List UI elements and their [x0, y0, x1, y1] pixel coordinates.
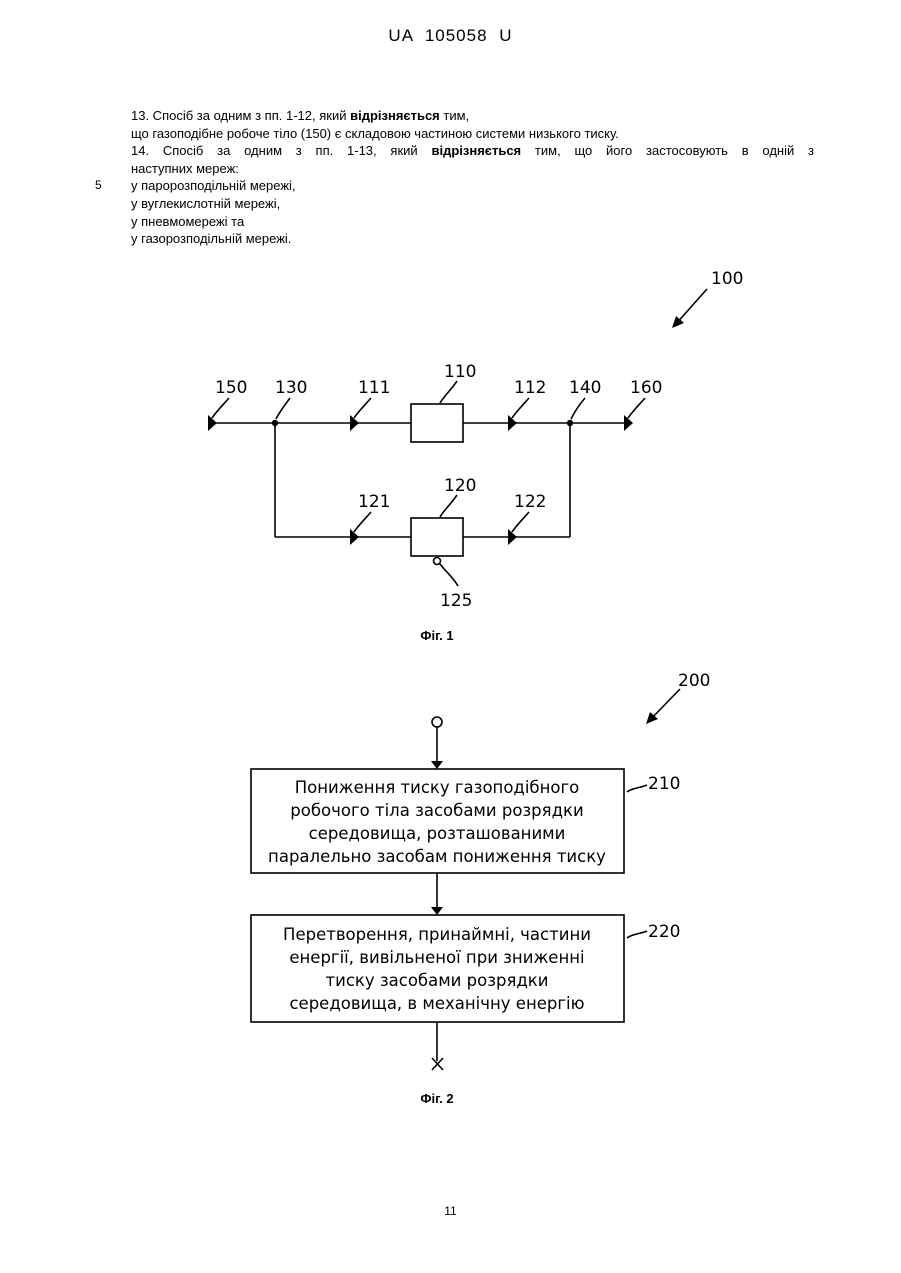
fig2-ref-label: 200 — [678, 671, 710, 691]
step-220-line: середовища, в механічну енергію — [289, 994, 584, 1013]
step-220-text: Перетворення, принаймні, частини енергії… — [283, 925, 591, 1013]
step-220-line: енергії, вивільненої при зниженні — [289, 948, 584, 967]
page-number: 11 — [0, 1204, 901, 1218]
label-121: 121 — [358, 492, 390, 512]
ref-121-leader — [354, 512, 371, 532]
fig1-diagram — [210, 289, 707, 586]
flow-arrow-into-210 — [431, 761, 443, 769]
label-125: 125 — [440, 591, 472, 611]
step-210-text: Пониження тиску газоподібного робочого т… — [268, 778, 606, 866]
label-220: 220 — [648, 922, 680, 942]
label-110: 110 — [444, 362, 476, 382]
ref-210-leader — [627, 785, 647, 792]
ref-140-leader — [571, 398, 585, 419]
ref-125-leader — [440, 564, 458, 586]
ref-111-leader — [354, 398, 371, 418]
ref-160-leader — [628, 398, 645, 418]
ref-130-leader — [276, 398, 290, 419]
label-150: 150 — [215, 378, 247, 398]
ref-220-leader — [627, 931, 647, 938]
ref-110-leader — [440, 381, 457, 403]
ref-112-leader — [512, 398, 529, 418]
label-122: 122 — [514, 492, 546, 512]
fig2-caption: Фіг. 2 — [420, 1091, 453, 1106]
label-160: 160 — [630, 378, 662, 398]
label-140: 140 — [569, 378, 601, 398]
flow-arrow-into-220 — [431, 907, 443, 915]
junction-130 — [272, 420, 278, 426]
step-210-line: середовища, розташованими — [309, 824, 566, 843]
pressure-reduction-box-110 — [411, 404, 463, 442]
output-125-circle — [434, 558, 441, 565]
fig1-ref-label: 100 — [711, 269, 743, 289]
step-210-line: робочого тіла засобами розрядки — [290, 801, 583, 820]
ref-120-leader — [440, 495, 457, 517]
start-terminal — [432, 717, 442, 727]
label-210: 210 — [648, 774, 680, 794]
step-210-line: Пониження тиску газоподібного — [295, 778, 580, 797]
step-220-line: Перетворення, принаймні, частини — [283, 925, 591, 944]
ref-150-leader — [212, 398, 229, 418]
label-130: 130 — [275, 378, 307, 398]
junction-140 — [567, 420, 573, 426]
fig1-caption: Фіг. 1 — [420, 628, 453, 643]
label-120: 120 — [444, 476, 476, 496]
expansion-box-120 — [411, 518, 463, 556]
label-111: 111 — [358, 378, 390, 398]
fig1-labels: 100 150 130 111 110 112 140 160 121 120 … — [215, 269, 743, 611]
step-210-line: паралельно засобам пониження тиску — [268, 847, 606, 866]
step-220-line: тиску засобами розрядки — [326, 971, 549, 990]
label-112: 112 — [514, 378, 546, 398]
ref-122-leader — [512, 512, 529, 532]
